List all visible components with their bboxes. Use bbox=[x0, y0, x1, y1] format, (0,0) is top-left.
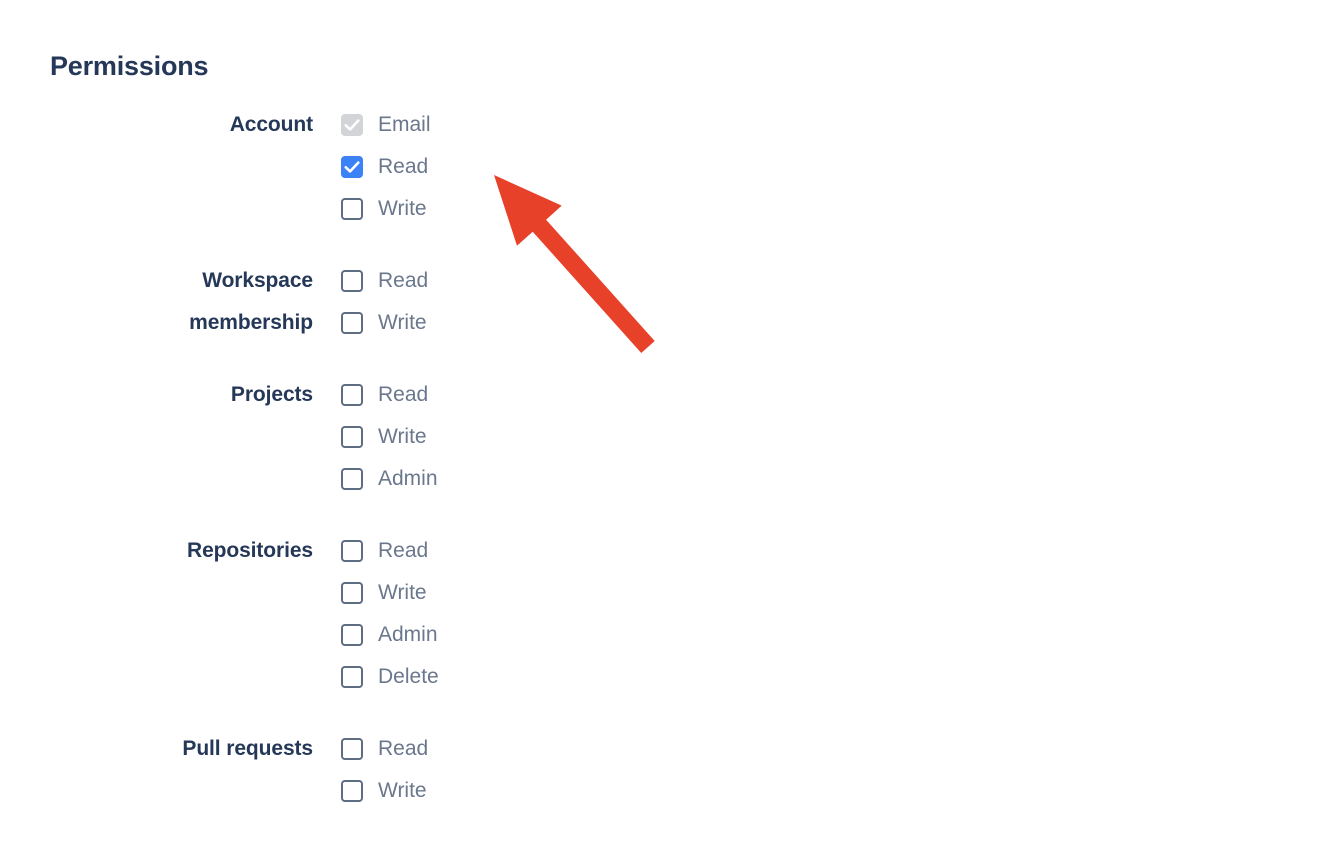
permission-option-row[interactable]: Read bbox=[341, 374, 720, 416]
permission-option-label: Admin bbox=[378, 623, 438, 646]
checkbox-unchecked[interactable] bbox=[341, 468, 363, 490]
checkbox-unchecked[interactable] bbox=[341, 312, 363, 334]
permission-group-label: Webhooks bbox=[720, 404, 1322, 446]
permission-option-row[interactable]: Write bbox=[341, 770, 720, 812]
permission-option-label: Delete bbox=[378, 665, 439, 688]
permission-group: SnippetsReadWrite bbox=[720, 290, 1322, 374]
permission-option-row[interactable]: Read bbox=[341, 260, 720, 302]
permission-option-row[interactable]: Read bbox=[341, 530, 720, 572]
checkbox-unchecked[interactable] bbox=[341, 780, 363, 802]
checkbox-unchecked[interactable] bbox=[341, 540, 363, 562]
permission-option-row[interactable]: Write bbox=[341, 572, 720, 614]
page-title: Permissions bbox=[50, 51, 209, 81]
permission-option-label: Write bbox=[378, 779, 427, 802]
permission-option-row[interactable]: Read bbox=[341, 728, 720, 770]
permission-group-label: Issues bbox=[720, 104, 1322, 146]
permission-option-row[interactable]: Admin bbox=[341, 458, 720, 500]
permission-option-label: Write bbox=[378, 197, 427, 220]
permission-group-label: Pipelines bbox=[720, 476, 1322, 518]
permission-group: WikisRead and write bbox=[720, 218, 1322, 260]
permission-group-label: Repositories bbox=[187, 539, 313, 562]
checkbox-unchecked[interactable] bbox=[341, 198, 363, 220]
permission-option-label: Email bbox=[378, 113, 431, 136]
permission-option-label: Read bbox=[378, 383, 429, 406]
checkbox-checked[interactable] bbox=[341, 156, 363, 178]
checkbox-disabled-checked bbox=[341, 114, 363, 136]
permission-option-row[interactable]: Write bbox=[341, 416, 720, 458]
checkbox-unchecked[interactable] bbox=[341, 426, 363, 448]
permission-option-label: Read bbox=[378, 539, 429, 562]
checkbox-unchecked[interactable] bbox=[341, 384, 363, 406]
permission-group-label: Runners bbox=[720, 632, 1322, 674]
permission-group-label: Pull requests bbox=[182, 737, 313, 760]
checkbox-unchecked[interactable] bbox=[341, 582, 363, 604]
permission-option-label: Read bbox=[378, 155, 429, 178]
permission-group: RunnersReadWrite bbox=[720, 632, 1322, 716]
permission-option-row[interactable]: Delete bbox=[341, 656, 720, 698]
permission-option-label: Read bbox=[378, 269, 429, 292]
permission-group-label: Workspace membership bbox=[189, 269, 313, 334]
permission-group-label: Wikis bbox=[720, 218, 1322, 260]
permission-option-label: Write bbox=[378, 425, 427, 448]
permission-option-row[interactable]: Admin bbox=[341, 614, 720, 656]
checkbox-unchecked[interactable] bbox=[341, 270, 363, 292]
checkbox-unchecked[interactable] bbox=[341, 624, 363, 646]
permission-option-label: Write bbox=[378, 311, 427, 334]
permission-option-row[interactable]: Write bbox=[341, 302, 720, 344]
permission-option-row[interactable]: Read bbox=[341, 146, 720, 188]
permission-option-label: Admin bbox=[378, 467, 438, 490]
permissions-column-right: IssuesReadWriteWikisRead and writeSnippe… bbox=[720, 104, 1322, 716]
permission-group-label: Snippets bbox=[720, 290, 1322, 332]
permission-group-label: Account bbox=[229, 113, 313, 136]
permission-group-label: Projects bbox=[230, 383, 313, 406]
permission-group: IssuesReadWrite bbox=[720, 104, 1322, 188]
permission-group: PipelinesReadWriteEdit variables bbox=[720, 476, 1322, 602]
permission-option-row[interactable]: Write bbox=[341, 188, 720, 230]
permission-option-label: Read bbox=[378, 737, 429, 760]
checkbox-unchecked[interactable] bbox=[341, 738, 363, 760]
permission-group: WebhooksRead and write bbox=[720, 404, 1322, 446]
checkbox-unchecked[interactable] bbox=[341, 666, 363, 688]
permission-option-row: Email bbox=[341, 104, 720, 146]
permission-option-label: Write bbox=[378, 581, 427, 604]
